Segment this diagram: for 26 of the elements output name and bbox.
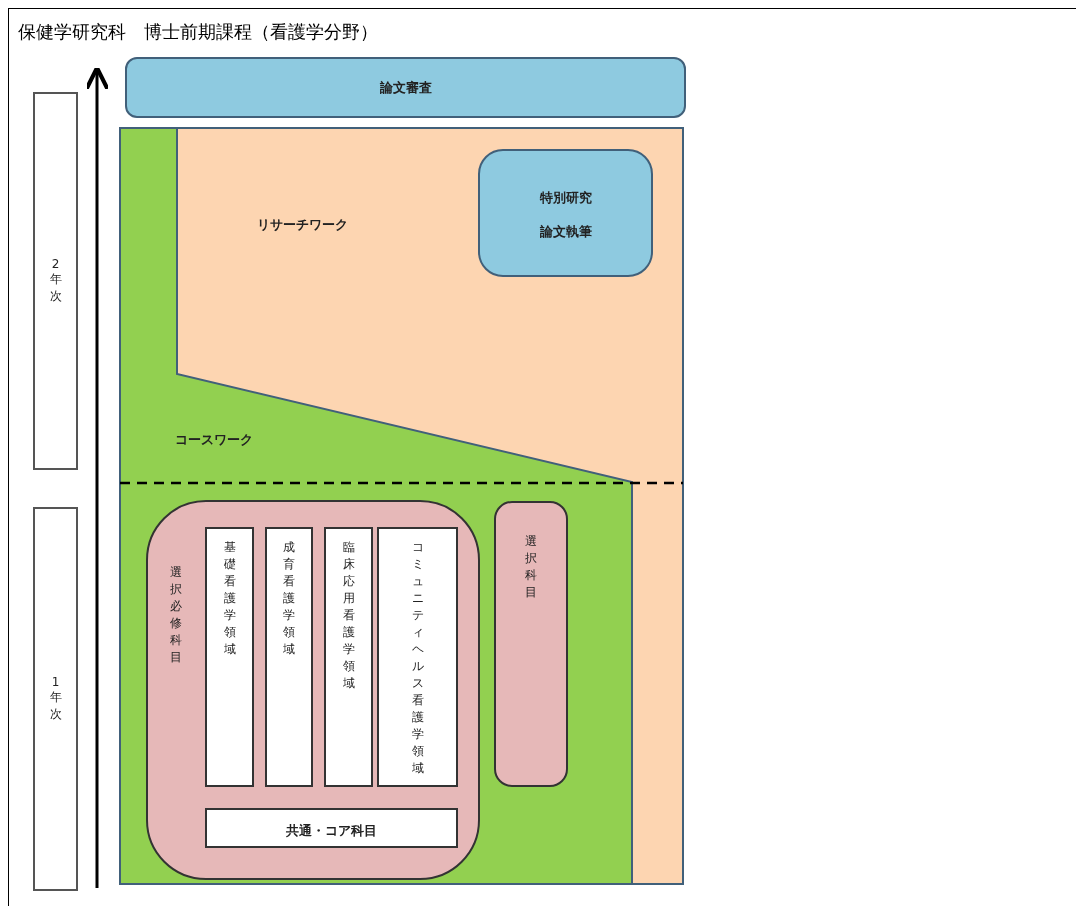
node-label: 共通・コア科目 — [286, 822, 377, 840]
node-label: コミュニティヘルス看護学領域 — [411, 539, 424, 777]
title: 保健学研究科 博士前期課程（看護学分野） — [18, 21, 378, 44]
node-label: 基礎看護学領域 — [223, 539, 236, 658]
node-label: 論文審査 — [379, 79, 432, 97]
course-group — [146, 500, 480, 880]
node-label: 臨床応用看護学領域 — [342, 539, 355, 692]
course-bar — [205, 808, 458, 848]
node-label: 特別研究 — [539, 189, 592, 207]
node-label: 2年次 — [49, 257, 62, 305]
course-column — [324, 527, 373, 787]
node-label: 1年次 — [49, 675, 62, 723]
node-label: 選択必修科目 — [170, 564, 182, 666]
node-label: 論文執筆 — [539, 223, 592, 241]
course-column — [205, 527, 254, 787]
process-box — [478, 149, 653, 277]
course-column — [265, 527, 313, 787]
year-bar — [33, 92, 78, 470]
node-label: コースワーク — [175, 431, 253, 449]
node-label: 成育看護学領域 — [283, 539, 295, 658]
process-box — [125, 57, 686, 118]
node-label: リサーチワーク — [257, 216, 348, 234]
node-label: 選択科目 — [525, 533, 537, 601]
year-bar — [33, 507, 78, 891]
elective-box — [494, 501, 568, 787]
course-column — [377, 527, 458, 787]
